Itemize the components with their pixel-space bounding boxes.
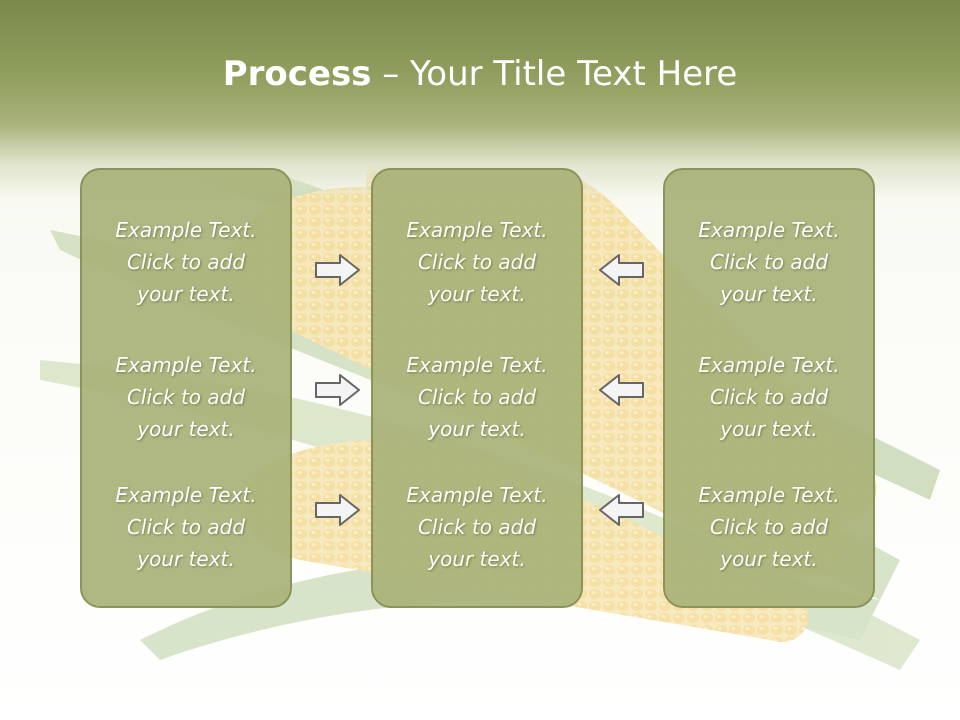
text-line: Click to add [709, 515, 829, 539]
arrow-left-icon[interactable] [597, 252, 645, 288]
text-line: Example Text. [115, 353, 257, 377]
text-line: Click to add [417, 515, 537, 539]
text-line: your text. [720, 547, 818, 571]
text-line: your text. [720, 417, 818, 441]
text-line: your text. [720, 282, 818, 306]
text-line: Example Text. [406, 483, 548, 507]
text-line: Click to add [417, 385, 537, 409]
text-placeholder[interactable]: Example Text. Click to add your text. [373, 479, 581, 575]
arrow-left-icon[interactable] [597, 372, 645, 408]
text-panel-right: Example Text. Click to add your text. Ex… [663, 168, 875, 608]
text-line: Click to add [126, 250, 246, 274]
text-panel-left: Example Text. Click to add your text. Ex… [80, 168, 292, 608]
text-placeholder[interactable]: Example Text. Click to add your text. [665, 349, 873, 445]
text-line: your text. [428, 417, 526, 441]
text-placeholder[interactable]: Example Text. Click to add your text. [82, 214, 290, 310]
text-placeholder[interactable]: Example Text. Click to add your text. [665, 214, 873, 310]
text-line: your text. [137, 417, 235, 441]
text-line: Example Text. [406, 218, 548, 242]
text-placeholder[interactable]: Example Text. Click to add your text. [665, 479, 873, 575]
text-placeholder[interactable]: Example Text. Click to add your text. [82, 349, 290, 445]
text-placeholder[interactable]: Example Text. Click to add your text. [373, 349, 581, 445]
arrow-right-icon[interactable] [314, 492, 362, 528]
text-line: your text. [137, 282, 235, 306]
text-line: Click to add [709, 250, 829, 274]
text-line: Example Text. [406, 353, 548, 377]
text-placeholder[interactable]: Example Text. Click to add your text. [82, 479, 290, 575]
text-line: Example Text. [698, 483, 840, 507]
arrow-right-icon[interactable] [314, 252, 362, 288]
arrow-left-icon[interactable] [597, 492, 645, 528]
text-line: your text. [137, 547, 235, 571]
title-rest-part: – Your Title Text Here [371, 54, 738, 94]
text-line: your text. [428, 547, 526, 571]
text-line: Click to add [126, 385, 246, 409]
text-line: Click to add [417, 250, 537, 274]
slide-title[interactable]: Process – Your Title Text Here [0, 48, 960, 100]
text-line: Example Text. [698, 353, 840, 377]
text-panel-middle: Example Text. Click to add your text. Ex… [371, 168, 583, 608]
title-bold-part: Process [222, 54, 372, 94]
text-placeholder[interactable]: Example Text. Click to add your text. [373, 214, 581, 310]
arrow-right-icon[interactable] [314, 372, 362, 408]
text-line: Example Text. [115, 483, 257, 507]
text-line: your text. [428, 282, 526, 306]
header-band [0, 0, 960, 200]
text-line: Click to add [709, 385, 829, 409]
text-line: Click to add [126, 515, 246, 539]
text-line: Example Text. [115, 218, 257, 242]
text-line: Example Text. [698, 218, 840, 242]
